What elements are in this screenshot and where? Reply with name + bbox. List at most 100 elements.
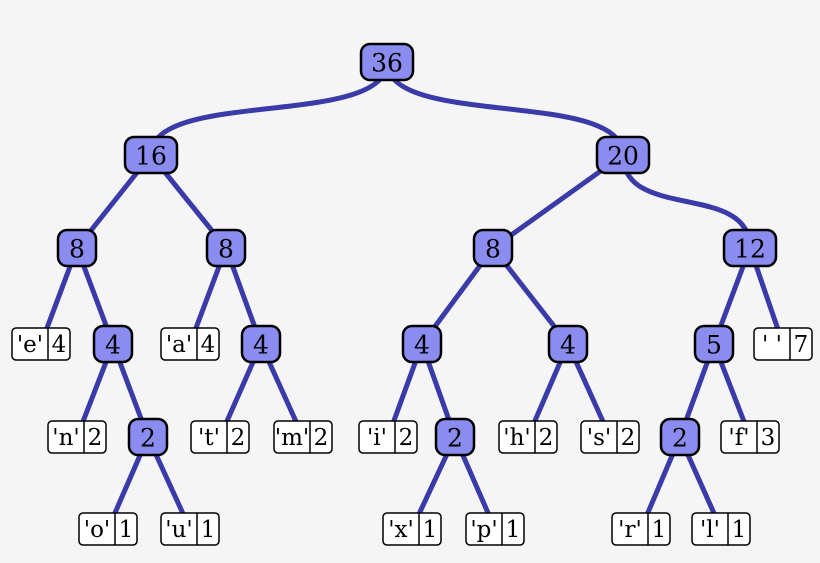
leaf-symbol: 'i' (367, 425, 387, 451)
leaf-symbol: 'n' (52, 425, 79, 451)
leaf-node-box (691, 512, 751, 546)
leaf-node-box (611, 512, 671, 546)
leaf-node: 'r' 1 (611, 512, 671, 546)
leaf-node: 'e' 4 (11, 327, 71, 361)
leaf-count: 1 (732, 517, 747, 543)
internal-node-weight: 2 (447, 424, 463, 453)
tree-edge (620, 152, 753, 251)
leaf-symbol: 'x' (388, 517, 414, 543)
internal-node: 4 (401, 324, 443, 364)
leaf-node-box (498, 420, 558, 454)
leaf-count: 1 (652, 517, 667, 543)
leaf-count: 7 (794, 332, 809, 358)
internal-node-weight: 2 (672, 424, 688, 453)
leaf-count: 2 (539, 425, 554, 451)
leaf-symbol: 't' (198, 425, 220, 451)
tree-edge (148, 59, 390, 158)
leaf-count: 1 (423, 517, 438, 543)
leaf-symbol: 'f' (728, 425, 749, 451)
leaf-node-box (465, 512, 525, 546)
leaf-node-box (160, 512, 220, 546)
internal-node: 4 (240, 324, 282, 364)
internal-node: 4 (547, 324, 589, 364)
leaf-node: 't' 2 (190, 420, 250, 454)
internal-node-box (92, 324, 134, 364)
leaf-count: 3 (761, 425, 776, 451)
leaf-node-box (720, 420, 780, 454)
leaf-symbol: 'p' (470, 517, 497, 543)
leaf-node-box (382, 512, 442, 546)
leaf-symbol: 'u' (165, 517, 192, 543)
leaf-node-box (160, 327, 220, 361)
leaf-node: 'm'2 (273, 420, 333, 454)
leaf-node-box (273, 420, 333, 454)
edges-layer (38, 59, 786, 532)
leaf-count: 1 (506, 517, 521, 543)
leaf-symbol: 's' (587, 425, 611, 451)
internal-node-weight: 4 (414, 331, 430, 360)
leaf-node: 'l' 1 (691, 512, 751, 546)
internal-node-box (56, 228, 98, 268)
leaf-node-box (47, 420, 107, 454)
internal-node-weight: 12 (734, 235, 766, 264)
internal-node: 4 (92, 324, 134, 364)
internal-node-box (659, 417, 701, 457)
internal-node-box (401, 324, 443, 364)
internal-node-box (240, 324, 282, 364)
internal-node-box (123, 135, 179, 175)
leaf-node: 'u' 1 (160, 512, 220, 546)
leaf-symbol: 'e' (17, 332, 43, 358)
leaf-count: 2 (88, 425, 103, 451)
internal-node-box (127, 417, 169, 457)
tree-edge (384, 59, 626, 158)
internal-node-weight: 4 (560, 331, 576, 360)
internal-node-box (693, 324, 735, 364)
internal-node-box (472, 228, 514, 268)
internal-node: 36 (359, 42, 415, 82)
internal-node-weight: 20 (607, 142, 639, 171)
leaf-symbol: 'r' (618, 517, 642, 543)
leaf-symbol: 'h' (503, 425, 530, 451)
leaf-count: 2 (621, 425, 636, 451)
leaf-node-box (190, 420, 250, 454)
leaf-count: 4 (52, 332, 67, 358)
leaf-node-box (78, 512, 138, 546)
leaf-count: 2 (231, 425, 246, 451)
leaf-node: 's' 2 (580, 420, 640, 454)
leaf-node: ' '7 (753, 327, 813, 361)
leaf-node-box (580, 420, 640, 454)
leaf-node: 'x' 1 (382, 512, 442, 546)
internal-node-weight: 2 (140, 424, 156, 453)
leaf-node: 'i' 2 (358, 420, 418, 454)
internal-node: 5 (693, 324, 735, 364)
internal-node: 12 (722, 228, 778, 268)
internal-node: 8 (205, 228, 247, 268)
leaf-node-box (358, 420, 418, 454)
leaf-count: 2 (399, 425, 414, 451)
leaf-symbol: 'l' (700, 517, 720, 543)
leaf-count: 1 (201, 517, 216, 543)
internal-node-weight: 8 (69, 235, 85, 264)
internal-node-weight: 4 (105, 331, 121, 360)
leaf-node-box (11, 327, 71, 361)
leaf-count: 2 (314, 425, 329, 451)
internal-node-box (359, 42, 415, 82)
internal-node-weight: 5 (706, 331, 722, 360)
internal-node-weight: 4 (253, 331, 269, 360)
internal-node-weight: 8 (485, 235, 501, 264)
leaf-node-box (753, 327, 813, 361)
leaf-node: 'p' 1 (465, 512, 525, 546)
internal-node-box (434, 417, 476, 457)
internal-node-weight: 36 (371, 49, 403, 78)
internal-node-box (595, 135, 651, 175)
internal-node-weight: 8 (218, 235, 234, 264)
leaf-node: 'h' 2 (498, 420, 558, 454)
internal-node-weight: 16 (135, 142, 167, 171)
leaf-count: 1 (119, 517, 134, 543)
internal-node: 16 (123, 135, 179, 175)
leaf-node: 'f' 3 (720, 420, 780, 454)
leaf-symbol: 'a' (166, 332, 192, 358)
leaf-symbol: 'm' (275, 425, 309, 451)
